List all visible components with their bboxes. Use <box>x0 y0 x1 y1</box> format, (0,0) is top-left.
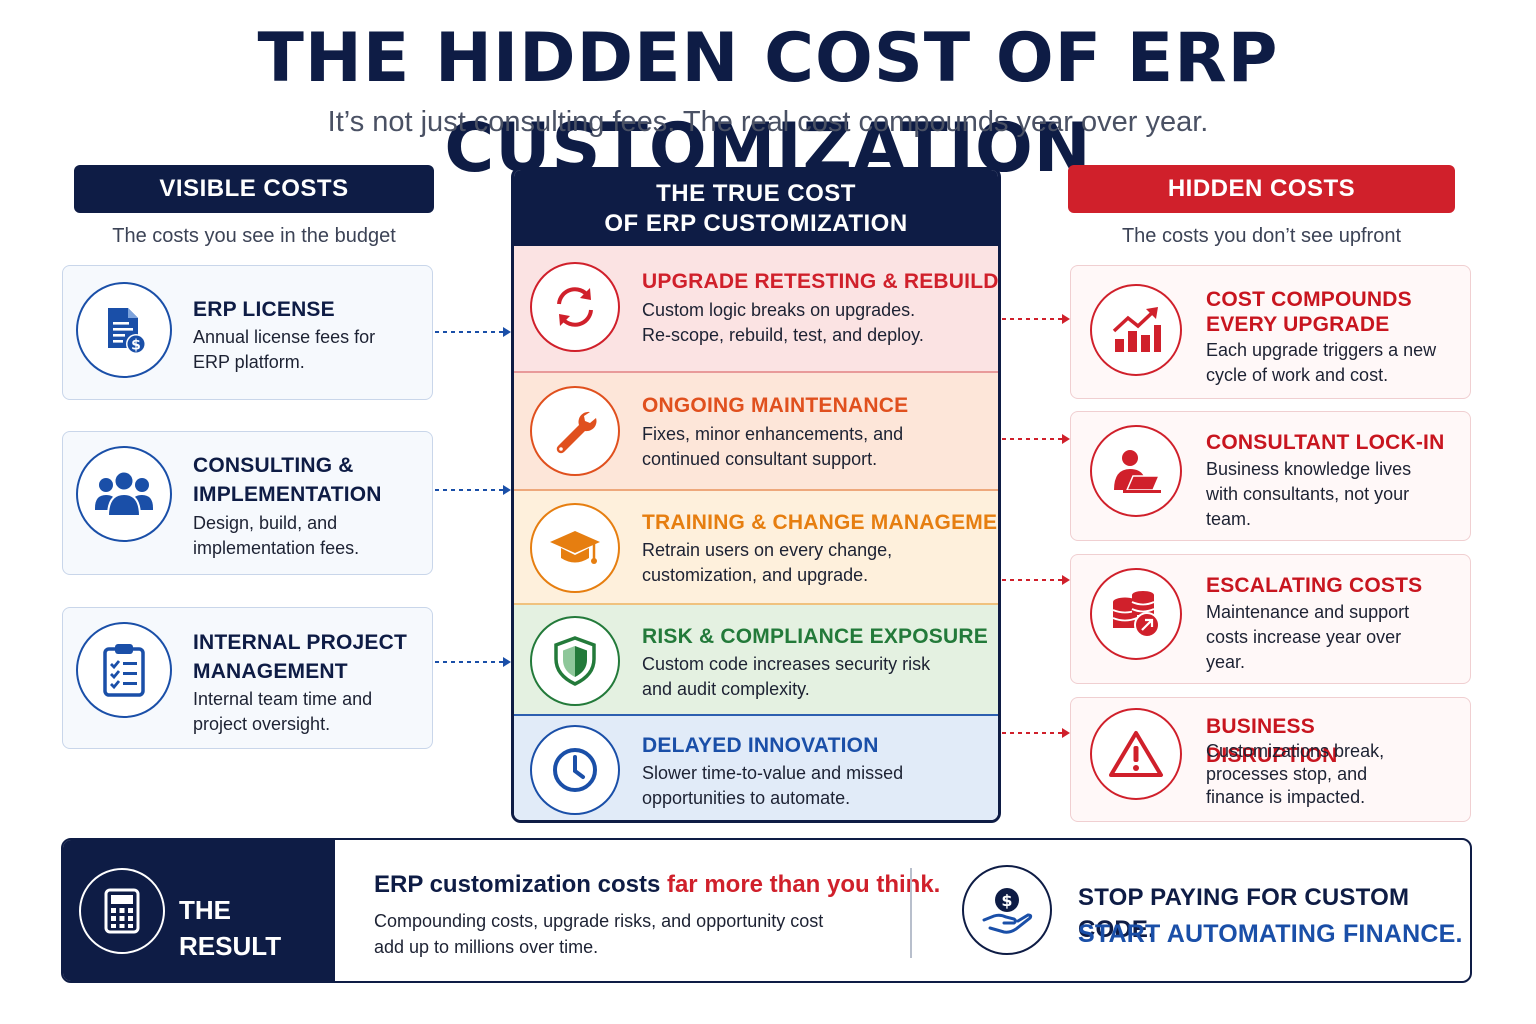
left-arrow-3 <box>435 657 511 667</box>
hidden-costs-subheader: The costs you don’t see upfront <box>1121 225 1402 247</box>
row-text: Slower time-to-value and missed opportun… <box>642 763 904 808</box>
svg-text:$: $ <box>131 338 141 354</box>
row-text: Retrain users on every change, customiza… <box>642 540 893 585</box>
row-text: Fixes, minor enhancements, and continued… <box>642 424 904 469</box>
hidden-card-consultant-lockin: CONSULTANT LOCK-IN Business knowledge li… <box>1070 411 1471 541</box>
cta-line-1: STOP PAYING FOR CUSTOM CODE. <box>1078 884 1410 943</box>
row-title: DELAYED INNOVATION <box>642 734 879 757</box>
wrench-icon <box>530 386 620 476</box>
row-title: TRAINING & CHANGE MANAGEMENT <box>642 511 1001 534</box>
warning-triangle-icon <box>1090 708 1182 800</box>
svg-text:$: $ <box>1001 891 1012 910</box>
money-hand-icon: $ <box>962 865 1052 955</box>
row-text: Custom logic breaks on upgrades. Re-scop… <box>642 300 924 345</box>
true-cost-header-line2: OF ERP CUSTOMIZATION <box>604 210 908 237</box>
right-arrow-3 <box>1002 575 1070 585</box>
row-training: TRAINING & CHANGE MANAGEMENT Retrain use… <box>514 491 998 605</box>
visible-card-consulting: CONSULTING & IMPLEMENTATION Design, buil… <box>62 431 433 575</box>
result-label-panel: THE RESULT <box>63 840 335 981</box>
cta-line-2: START AUTOMATING FINANCE. <box>1078 920 1463 948</box>
visible-card-text: Internal team time and project oversight… <box>193 689 373 734</box>
rising-chart-icon <box>1090 284 1182 376</box>
row-risk-compliance: RISK & COMPLIANCE EXPOSURE Custom code i… <box>514 605 998 716</box>
refresh-arrows-icon <box>530 262 620 352</box>
page-title: THE HIDDEN COST OF ERP CUSTOMIZATION <box>257 19 1279 188</box>
hidden-card-cost-compounds: COST COMPOUNDS EVERY UPGRADE Each upgrad… <box>1070 265 1471 399</box>
result-label: THE RESULT <box>179 895 282 961</box>
hidden-card-title-line2: EVERY UPGRADE <box>1206 313 1390 336</box>
true-cost-panel: THE TRUE COST OF ERP CUSTOMIZATION UPGRA… <box>511 167 1001 823</box>
row-upgrade-retesting: UPGRADE RETESTING & REBUILD Custom logic… <box>514 246 998 373</box>
visible-costs-subheader: The costs you see in the budget <box>112 225 396 247</box>
result-headline: ERP customization costs far more than yo… <box>374 869 940 901</box>
graduation-cap-icon <box>530 503 620 593</box>
hidden-card-text: Business knowledge lives with consultant… <box>1206 459 1412 529</box>
result-headline-highlight: far more than you think. <box>666 871 941 898</box>
row-title: RISK & COMPLIANCE EXPOSURE <box>642 625 988 648</box>
hidden-card-title: CONSULTANT LOCK-IN <box>1206 431 1445 454</box>
hidden-card-text: Maintenance and support costs increase y… <box>1206 602 1410 672</box>
left-arrow-2 <box>435 485 511 495</box>
visible-costs-header: VISIBLE COSTS <box>74 165 434 213</box>
true-cost-header: THE TRUE COST OF ERP CUSTOMIZATION <box>514 170 998 246</box>
hidden-costs-header: HIDDEN COSTS <box>1068 165 1455 213</box>
license-document-icon: $ <box>76 282 172 378</box>
consultant-laptop-icon <box>1090 425 1182 517</box>
hidden-card-business-disruption: BUSINESS DISRUPTION Customizations break… <box>1070 697 1471 822</box>
visible-card-text: Design, build, and implementation fees. <box>193 513 360 558</box>
true-cost-header-line1: THE TRUE COST <box>656 180 856 207</box>
hidden-card-title: COST COMPOUNDS <box>1206 288 1412 311</box>
row-text: Custom code increases security risk and … <box>642 654 931 699</box>
hidden-card-title: ESCALATING COSTS <box>1206 574 1423 597</box>
visible-card-title: INTERNAL PROJECT MANAGEMENT <box>193 631 407 683</box>
clock-icon <box>530 725 620 815</box>
clipboard-checklist-icon <box>76 622 172 718</box>
calculator-icon <box>79 868 165 954</box>
visible-card-title: CONSULTING & IMPLEMENTATION <box>193 454 382 506</box>
hidden-card-text: Each upgrade triggers a new cycle of wor… <box>1206 340 1437 385</box>
result-text: Compounding costs, upgrade risks, and op… <box>374 911 824 957</box>
row-title: ONGOING MAINTENANCE <box>642 394 909 417</box>
hidden-card-title: BUSINESS DISRUPTION <box>1206 715 1338 767</box>
hidden-card-text: Customizations break, processes stop, an… <box>1206 741 1385 807</box>
team-icon <box>76 446 172 542</box>
visible-card-text: Annual license fees for ERP platform. <box>193 327 376 372</box>
visible-card-erp-license: $ ERP LICENSE Annual license fees for ER… <box>62 265 433 400</box>
right-arrow-2 <box>1002 434 1070 444</box>
result-headline-part1: ERP customization costs <box>374 871 667 898</box>
visible-card-title: ERP LICENSE <box>193 298 335 321</box>
row-delayed-innovation: DELAYED INNOVATION Slower time-to-value … <box>514 716 998 820</box>
shield-icon <box>530 616 620 706</box>
coin-stack-icon <box>1090 568 1182 660</box>
result-banner: THE RESULT ERP customization costs far m… <box>61 838 1472 983</box>
result-divider <box>910 868 912 958</box>
right-arrow-4 <box>1002 728 1070 738</box>
page-subtitle: It’s not just consulting fees. The real … <box>327 106 1209 138</box>
visible-card-internal-pm: INTERNAL PROJECT MANAGEMENT Internal tea… <box>62 607 433 749</box>
left-arrow-1 <box>435 327 511 337</box>
right-arrow-1 <box>1002 314 1070 324</box>
row-ongoing-maintenance: ONGOING MAINTENANCE Fixes, minor enhance… <box>514 373 998 491</box>
hidden-card-escalating-costs: ESCALATING COSTS Maintenance and support… <box>1070 554 1471 684</box>
row-title: UPGRADE RETESTING & REBUILD <box>642 270 999 293</box>
